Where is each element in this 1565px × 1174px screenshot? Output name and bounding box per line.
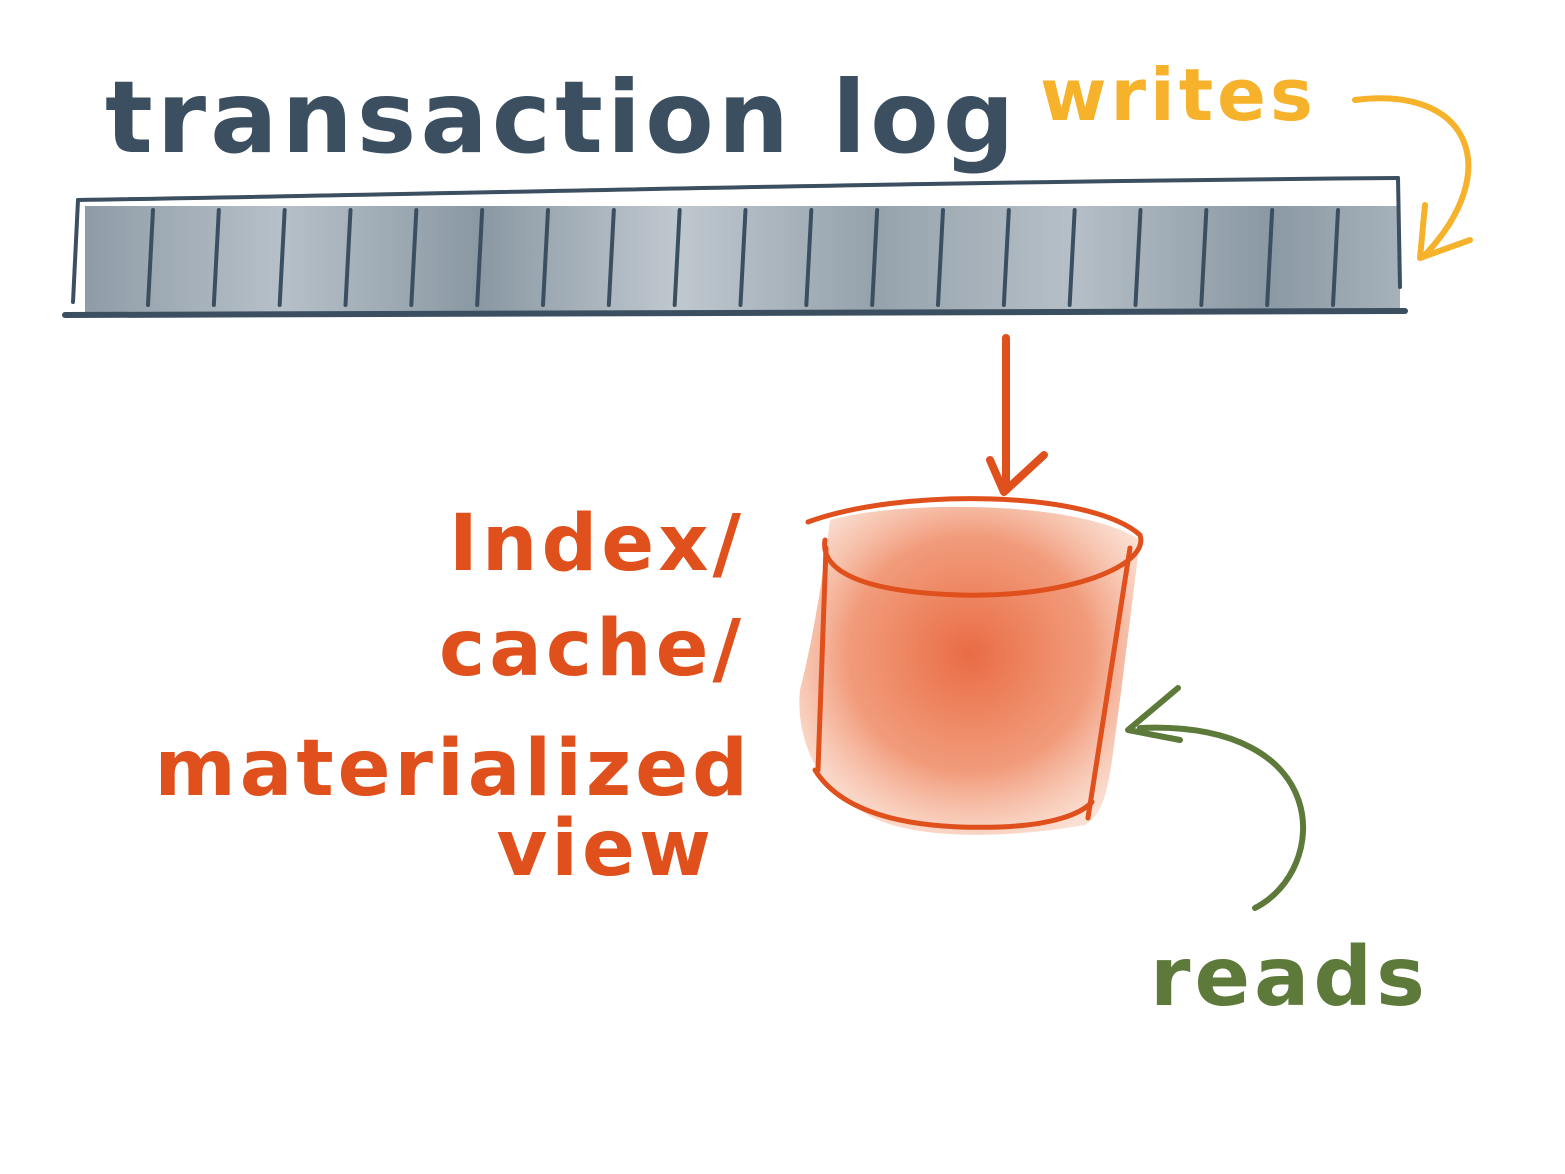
store-top-ellipse [805,496,1144,598]
writes-arrow [1352,95,1473,261]
log-segment-divider [1001,208,1011,307]
log-to-store-arrow [986,334,1048,496]
log-segment-divider [409,208,419,307]
log-segment-divider [672,208,682,307]
reads-label: reads [1150,930,1429,1025]
log-segment-divider [146,208,155,307]
log-segment-divider [738,208,748,307]
store-bottom-curve [812,767,1095,830]
reads-arrow [1125,685,1307,911]
log-segment-divider [211,208,221,307]
store-label-line-4: view [496,804,715,894]
store-label-line-3: materialized [154,724,752,814]
log-segment-divider [343,208,353,307]
store-right-side [1085,545,1133,821]
log-segment-divider [1133,208,1143,307]
log-segment-divider [1331,208,1340,307]
log-top-edge [76,176,1400,202]
log-segment-divider [870,208,880,307]
store-label-line-2: cache/ [439,604,745,694]
store-fill [799,506,1140,835]
log-segments [146,208,1340,307]
transaction-log-bar [62,176,1408,318]
log-title: transaction log [105,59,1018,176]
store-left-side [815,545,829,773]
log-segment-divider [804,208,814,307]
log-bottom-edge [62,308,1408,318]
writes-label: writes [1040,53,1317,137]
log-segment-divider [606,208,616,307]
store-cylinder [799,496,1144,835]
log-right-edge [1396,176,1402,289]
log-segment-divider [1199,208,1209,307]
store-label-line-1: Index/ [449,499,745,589]
log-segment-divider [541,208,550,307]
log-segment-divider [936,208,945,307]
log-segment-divider [475,208,485,307]
log-segment-divider [1265,208,1275,307]
log-segment-divider [277,208,287,307]
store-label: Index/ cache/ materialized view [154,499,752,894]
log-segment-divider [1067,208,1077,307]
log-left-edge [71,198,80,304]
